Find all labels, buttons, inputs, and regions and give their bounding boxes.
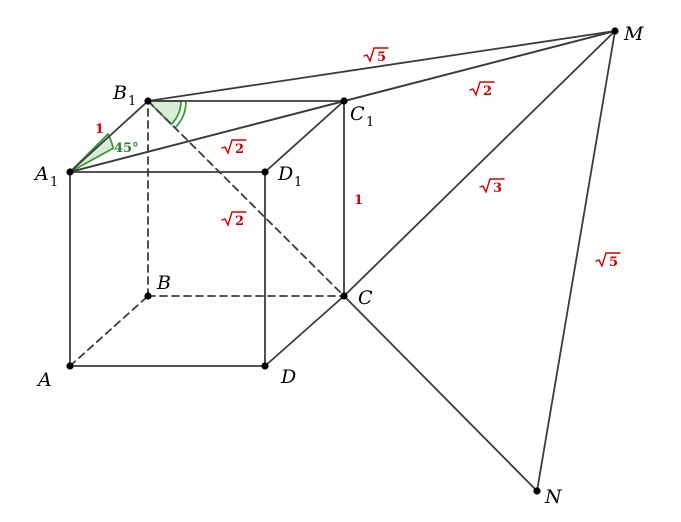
segment-c-n [343, 295, 538, 492]
edge-a1-b1 [69, 100, 149, 173]
svg-text:5: 5 [609, 255, 618, 270]
measure-c-m: 3 [479, 178, 505, 196]
point-c1 [340, 97, 348, 105]
label-m: M [623, 23, 644, 45]
edge-c1-d1 [264, 100, 345, 173]
point-d1 [261, 168, 269, 176]
svg-text:5: 5 [377, 50, 386, 65]
label-a1-sub: 1 [50, 175, 58, 190]
measure-m-n: 5 [595, 252, 621, 270]
label-c1-sub: 1 [366, 115, 374, 130]
measure-b1-c: 2 [221, 211, 247, 229]
label-b: B [156, 272, 171, 294]
point-m [611, 27, 619, 35]
segment-b1-m [147, 30, 616, 102]
point-a [66, 362, 74, 370]
point-d [261, 362, 269, 370]
label-a1: A [33, 163, 49, 185]
measure-c1-m: 2 [469, 81, 495, 99]
label-c: C [358, 287, 373, 309]
segment-c1-m [343, 30, 616, 102]
measure-a1-b1: 1 [95, 122, 104, 137]
point-b1 [144, 97, 152, 105]
segment-b1-c-hidden [147, 100, 345, 297]
label-d1: D [277, 163, 293, 185]
label-d: D [280, 366, 296, 388]
edge-c-d [264, 295, 345, 367]
measure-c-c1: 1 [354, 193, 363, 208]
segment-c-m [343, 30, 616, 297]
angle-label-45: 45° [114, 141, 139, 156]
point-a1 [66, 168, 74, 176]
label-b1-sub: 1 [128, 94, 136, 109]
label-n: N [544, 486, 563, 508]
label-b1: B [112, 82, 127, 104]
point-n [533, 487, 541, 495]
svg-text:2: 2 [483, 84, 492, 99]
segment-m-n [536, 30, 616, 492]
label-c1: C [350, 103, 365, 125]
angle-mark-b1 [145, 100, 182, 126]
angle-mark-b1-outer-arc [174, 100, 187, 129]
label-a: A [36, 369, 52, 391]
label-d1-sub: 1 [294, 175, 302, 190]
point-c [340, 292, 348, 300]
point-b [144, 292, 152, 300]
svg-text:2: 2 [235, 142, 244, 157]
measure-b1-m: 5 [363, 47, 389, 65]
svg-text:3: 3 [493, 181, 502, 196]
edge-a-b-hidden [69, 295, 149, 367]
measure-a1-c1: 2 [221, 139, 247, 157]
svg-text:2: 2 [235, 214, 244, 229]
